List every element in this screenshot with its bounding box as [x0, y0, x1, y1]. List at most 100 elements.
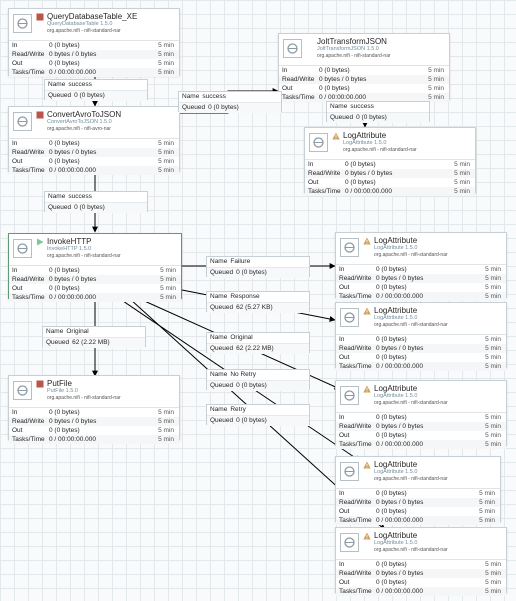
processor-type: LogAttribute 1.5.0	[374, 315, 418, 321]
warning-icon	[363, 385, 371, 393]
processor-log-attribute-6[interactable]: LogAttribute LogAttribute 1.5.0 org.apac…	[335, 527, 507, 596]
processor-jolt-transform-json[interactable]: JoltTransformJSON JoltTransformJSON 1.5.…	[278, 33, 450, 102]
processor-icon	[340, 462, 359, 481]
processor-icon	[13, 14, 32, 33]
processor-bundle: org.apache.nifi - nifi-avro-nar	[47, 126, 111, 132]
processor-name: LogAttribute	[374, 384, 418, 393]
processor-name: InvokeHTTP	[47, 237, 92, 246]
processor-bundle: org.apache.nifi - nifi-standard-nar	[47, 395, 121, 401]
processor-bundle: org.apache.nifi - nifi-standard-nar	[47, 28, 121, 34]
processor-icon	[340, 238, 359, 257]
processor-name: ConvertAvroToJSON	[47, 110, 122, 119]
processor-icon	[283, 39, 302, 58]
processor-put-file[interactable]: PutFile PutFile 1.5.0 org.apache.nifi - …	[8, 375, 180, 444]
processor-type: LogAttribute 1.5.0	[374, 245, 418, 251]
processor-name: QueryDatabaseTable_XE	[47, 12, 138, 21]
processor-bundle: org.apache.nifi - nifi-standard-nar	[374, 322, 448, 328]
processor-log-attribute-4[interactable]: LogAttribute LogAttribute 1.5.0 org.apac…	[335, 380, 507, 449]
processor-log-attribute-1[interactable]: LogAttribute LogAttribute 1.5.0 org.apac…	[304, 127, 476, 196]
stopped-status-icon	[36, 111, 44, 119]
processor-name: JoltTransformJSON	[317, 37, 387, 46]
processor-bundle: org.apache.nifi - nifi-standard-nar	[47, 253, 121, 259]
processor-type: LogAttribute 1.5.0	[374, 469, 418, 475]
processor-name: LogAttribute	[343, 131, 387, 140]
processor-log-attribute-5[interactable]: LogAttribute LogAttribute 1.5.0 org.apac…	[335, 456, 501, 525]
processor-bundle: org.apache.nifi - nifi-standard-nar	[374, 400, 448, 406]
processor-convert-avro-to-json[interactable]: ConvertAvroToJSON ConvertAvroToJSON 1.5.…	[8, 106, 180, 175]
processor-type: LogAttribute 1.5.0	[374, 540, 418, 546]
processor-type: QueryDatabaseTable 1.5.0	[47, 21, 113, 27]
processor-icon	[13, 112, 32, 131]
processor-icon	[13, 239, 32, 258]
processor-query-database-table[interactable]: QueryDatabaseTable_XE QueryDatabaseTable…	[8, 8, 180, 77]
processor-type: JoltTransformJSON 1.5.0	[317, 46, 379, 52]
processor-bundle: org.apache.nifi - nifi-standard-nar	[374, 476, 448, 482]
processor-icon	[340, 533, 359, 552]
processor-bundle: org.apache.nifi - nifi-standard-nar	[374, 252, 448, 258]
warning-icon	[363, 461, 371, 469]
warning-icon	[332, 132, 340, 140]
processor-icon	[340, 386, 359, 405]
warning-icon	[363, 237, 371, 245]
processor-log-attribute-2[interactable]: LogAttribute LogAttribute 1.5.0 org.apac…	[335, 232, 507, 301]
processor-type: LogAttribute 1.5.0	[374, 393, 418, 399]
processor-bundle: org.apache.nifi - nifi-standard-nar	[317, 53, 391, 59]
processor-bundle: org.apache.nifi - nifi-standard-nar	[343, 147, 417, 153]
processor-name: LogAttribute	[374, 236, 418, 245]
processor-name: LogAttribute	[374, 306, 418, 315]
processor-log-attribute-3[interactable]: LogAttribute LogAttribute 1.5.0 org.apac…	[335, 302, 507, 371]
processor-type: InvokeHTTP 1.5.0	[47, 246, 92, 252]
running-status-icon	[36, 238, 44, 246]
processor-invoke-http[interactable]: InvokeHTTP InvokeHTTP 1.5.0 org.apache.n…	[8, 233, 182, 302]
processor-name: LogAttribute	[374, 460, 418, 469]
processor-icon	[309, 133, 328, 152]
processor-icon	[13, 381, 32, 400]
warning-icon	[363, 307, 371, 315]
